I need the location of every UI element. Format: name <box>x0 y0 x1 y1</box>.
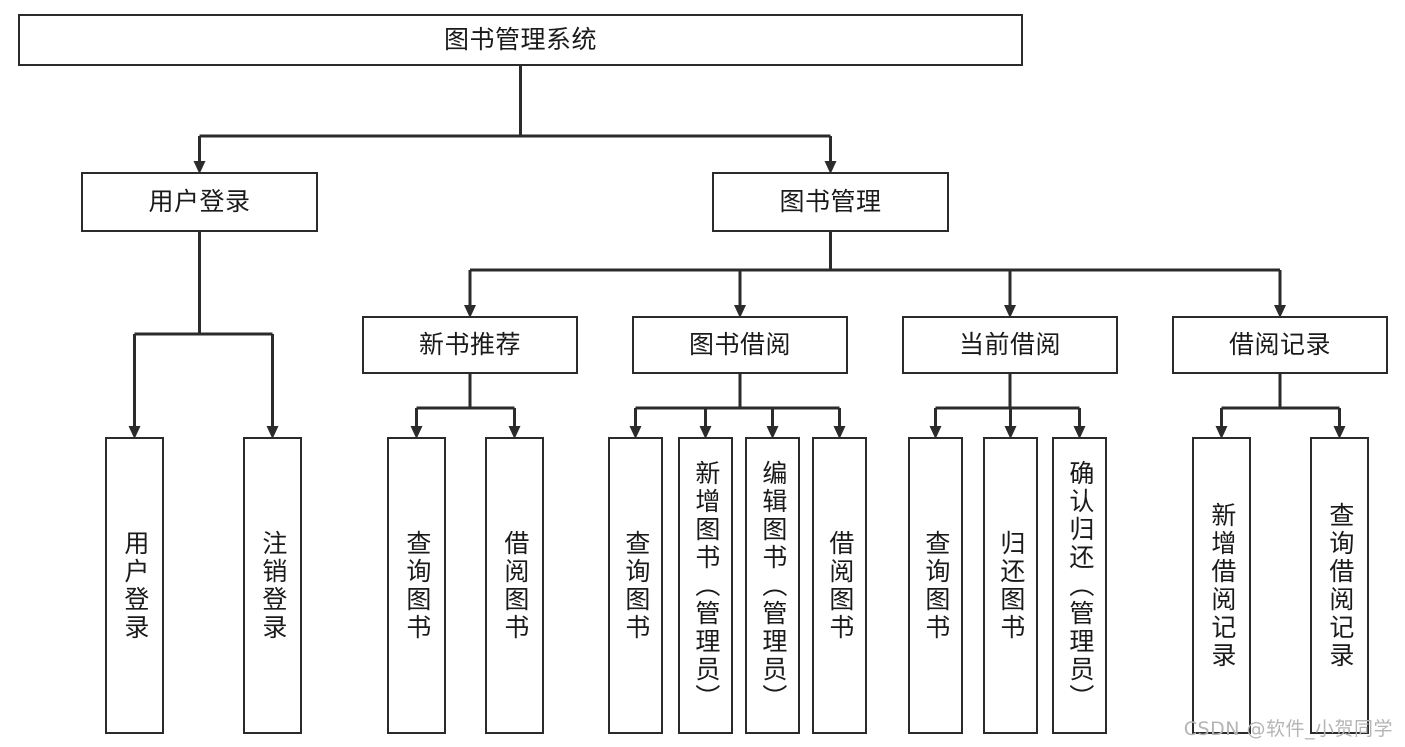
node-leaf-return-book[interactable]: 归还图书 <box>983 437 1038 734</box>
node-label-leaf-user-logout: 注销登录 <box>258 529 288 642</box>
node-borrow-record[interactable]: 借阅记录 <box>1172 316 1388 374</box>
node-leaf-query-book-rec[interactable]: 查询图书 <box>387 437 446 734</box>
node-label-book-manage: 图书管理 <box>779 187 882 216</box>
node-label-leaf-edit-book: 编辑图书（管理员） <box>758 459 788 712</box>
node-label-leaf-borrow-book: 借阅图书 <box>825 529 855 642</box>
node-label-root: 图书管理系统 <box>443 25 597 54</box>
node-label-leaf-query-book-cur: 查询图书 <box>921 529 951 642</box>
node-label-leaf-add-book: 新增图书（管理员） <box>691 459 721 712</box>
node-leaf-query-book-cur[interactable]: 查询图书 <box>908 437 963 734</box>
node-user-login[interactable]: 用户登录 <box>81 172 318 232</box>
node-label-book-borrow: 图书借阅 <box>688 330 791 359</box>
node-current-borrow[interactable]: 当前借阅 <box>902 316 1118 374</box>
node-book-manage[interactable]: 图书管理 <box>712 172 949 232</box>
node-label-new-book-rec: 新书推荐 <box>418 330 521 359</box>
node-leaf-borrow-book-rec[interactable]: 借阅图书 <box>485 437 544 734</box>
node-leaf-edit-book[interactable]: 编辑图书（管理员） <box>745 437 800 734</box>
node-leaf-user-logout[interactable]: 注销登录 <box>243 437 302 734</box>
node-leaf-add-record[interactable]: 新增借阅记录 <box>1192 437 1251 734</box>
node-label-leaf-query-record: 查询借阅记录 <box>1325 501 1355 670</box>
node-label-leaf-confirm-return: 确认归还（管理员） <box>1065 459 1095 712</box>
node-label-borrow-record: 借阅记录 <box>1228 330 1331 359</box>
node-root[interactable]: 图书管理系统 <box>18 14 1023 66</box>
node-leaf-query-record[interactable]: 查询借阅记录 <box>1310 437 1369 734</box>
node-label-leaf-query-book-rec: 查询图书 <box>402 529 432 642</box>
node-label-leaf-return-book: 归还图书 <box>996 529 1026 642</box>
node-new-book-rec[interactable]: 新书推荐 <box>362 316 578 374</box>
node-book-borrow[interactable]: 图书借阅 <box>632 316 848 374</box>
node-label-leaf-add-record: 新增借阅记录 <box>1207 501 1237 670</box>
node-leaf-query-book[interactable]: 查询图书 <box>608 437 663 734</box>
node-leaf-borrow-book[interactable]: 借阅图书 <box>812 437 867 734</box>
node-label-leaf-query-book: 查询图书 <box>621 529 651 642</box>
node-leaf-add-book[interactable]: 新增图书（管理员） <box>678 437 733 734</box>
watermark-label: CSDN @软件_小贺同学 <box>1183 718 1393 740</box>
node-label-user-login: 用户登录 <box>148 187 251 216</box>
node-label-leaf-borrow-book-rec: 借阅图书 <box>500 529 530 642</box>
node-leaf-confirm-return[interactable]: 确认归还（管理员） <box>1052 437 1107 734</box>
node-label-leaf-user-login: 用户登录 <box>120 529 150 642</box>
node-leaf-user-login[interactable]: 用户登录 <box>105 437 164 734</box>
node-label-current-borrow: 当前借阅 <box>958 330 1061 359</box>
